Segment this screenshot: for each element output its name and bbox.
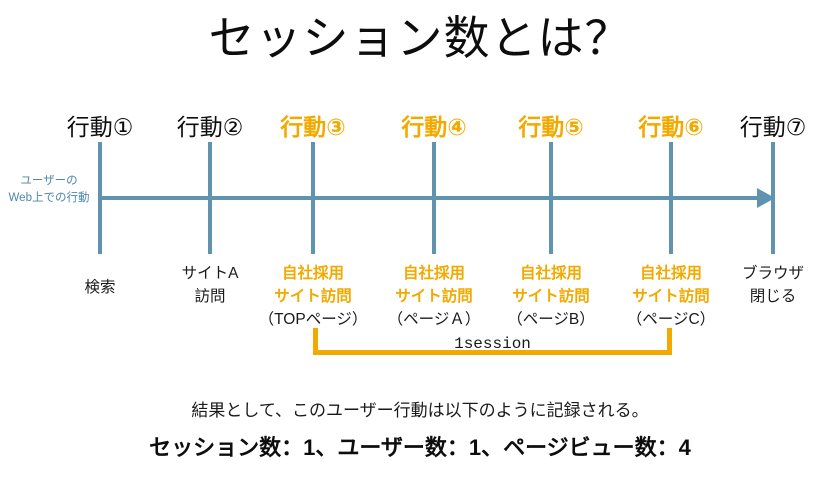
- timeline-tick-1: [98, 142, 102, 254]
- action-label-3: 行動③: [280, 114, 346, 140]
- event-description-2-line1: サイトA: [181, 265, 239, 282]
- axis-caption-line-1: ユーザーの: [20, 175, 78, 187]
- timeline-tick-7: [771, 142, 775, 254]
- timeline-tick-6: [669, 142, 673, 254]
- event-description-6-line1: 自社採用: [639, 265, 702, 282]
- axis-caption-line-2: Web上での行動: [8, 192, 90, 204]
- event-description-6-line3: （ページC）: [626, 311, 716, 328]
- event-description-3: 自社採用サイト訪問 （TOPページ）: [233, 262, 393, 331]
- event-description-7: ブラウザ閉じる: [693, 262, 840, 308]
- action-label-1: 行動①: [66, 114, 134, 140]
- event-description-5-line2: サイト訪問: [512, 288, 590, 305]
- event-description-6: 自社採用サイト訪問 （ページC）: [591, 262, 751, 331]
- event-description-5-line1: 自社採用: [519, 265, 582, 282]
- session-bracket: [313, 328, 672, 355]
- event-description-3-line2: サイト訪問: [274, 288, 352, 305]
- event-description-4-line3: （ページＡ）: [387, 311, 481, 328]
- event-description-7-line2: 閉じる: [749, 288, 797, 305]
- action-label-5: 行動⑤: [518, 114, 584, 140]
- page-title: セッション数とは？: [208, 12, 632, 64]
- event-description-7-line1: ブラウザ: [741, 265, 804, 282]
- event-description-3-line1: 自社採用: [281, 265, 344, 282]
- action-label-2: 行動②: [176, 114, 244, 140]
- axis-caption: ユーザーの Web上での行動: [2, 173, 96, 207]
- event-description-5: 自社採用サイト訪問 （ページB）: [471, 262, 631, 331]
- timeline-axis: [100, 196, 775, 200]
- action-label-6: 行動⑥: [638, 114, 704, 140]
- timeline-tick-2: [208, 142, 212, 254]
- event-description-1-line1: 検索: [84, 279, 116, 296]
- event-description-2-line2: 訪問: [194, 288, 226, 305]
- event-description-4: 自社採用サイト訪問 （ページＡ）: [354, 262, 514, 331]
- timeline-tick-5: [549, 142, 553, 254]
- event-description-5-line3: （ページB）: [507, 311, 595, 328]
- action-label-7: 行動⑦: [739, 114, 807, 140]
- event-description-4-line2: サイト訪問: [395, 288, 473, 305]
- event-description-2: サイトA 訪問: [130, 262, 290, 308]
- action-label-4: 行動④: [401, 114, 467, 140]
- arrow-right-icon: [757, 188, 775, 208]
- conclusion-line-1: 結果として、このユーザー行動は以下のように記録される。: [191, 401, 649, 420]
- timeline-tick-3: [311, 142, 315, 254]
- conclusion-line-2: セッション数：1、ユーザー数：1、ページビュー数：4: [149, 435, 691, 460]
- event-description-4-line1: 自社採用: [402, 265, 465, 282]
- event-description-3-line3: （TOPページ）: [258, 311, 368, 328]
- event-description-1: 検索: [20, 276, 180, 299]
- timeline-tick-4: [432, 142, 436, 254]
- session-bracket-label: 1session: [454, 335, 531, 353]
- event-description-6-line2: サイト訪問: [632, 288, 710, 305]
